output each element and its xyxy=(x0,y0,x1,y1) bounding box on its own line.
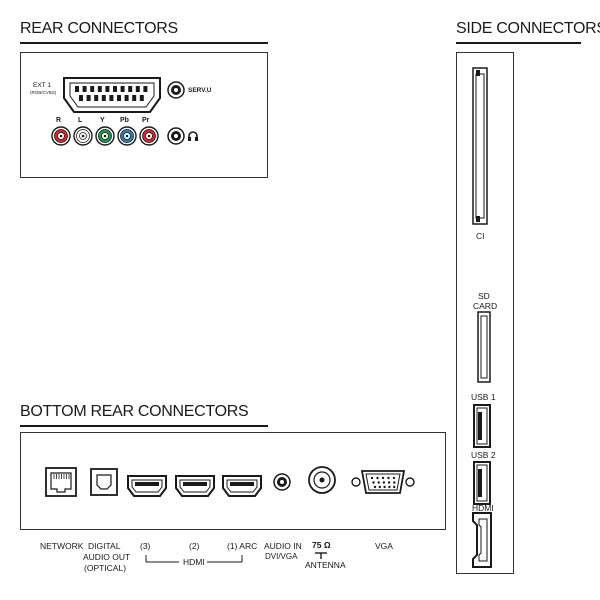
hdmi2-port xyxy=(175,475,215,497)
headphone-icon xyxy=(188,131,198,141)
network-port xyxy=(45,467,77,497)
rca-jack-r xyxy=(51,126,71,146)
rca-label-l: L xyxy=(78,117,83,124)
headphone-jack xyxy=(167,127,185,145)
ci-label: CI xyxy=(476,231,485,241)
hdmi1-arc-label: (1) ARC xyxy=(227,541,258,551)
antenna-ohm-label: 75 Ω xyxy=(312,540,331,550)
bottom-title-rule xyxy=(20,425,268,427)
usb2-port xyxy=(473,461,491,505)
usb1-port xyxy=(473,404,491,448)
side-connectors-title: SIDE CONNECTORS xyxy=(456,20,600,37)
rca-label-y: Y xyxy=(100,117,105,124)
vga-port xyxy=(351,470,415,494)
serv-u-jack xyxy=(167,81,185,99)
ext1-label: EXT 1 xyxy=(33,82,51,89)
vga-label: VGA xyxy=(375,541,393,551)
side-hdmi-label: HDMI xyxy=(472,503,494,513)
scart-connector xyxy=(63,77,161,113)
rca-label-pr: Pr xyxy=(142,117,150,124)
hdmi-group-bracket xyxy=(145,555,243,563)
audio-in-label-2: DVI/VGA xyxy=(265,552,298,561)
hdmi3-port xyxy=(127,475,167,497)
rca-label-pb: Pb xyxy=(120,117,129,124)
usb1-label: USB 1 xyxy=(471,392,496,402)
network-label: NETWORK xyxy=(40,541,84,551)
usb2-label: USB 2 xyxy=(471,450,496,460)
hdmi3-label: (3) xyxy=(140,541,151,551)
rca-label-r: R xyxy=(56,117,62,124)
rca-jack-pr xyxy=(139,126,159,146)
sd-card-slot xyxy=(477,311,491,383)
ext1-sub-label: (RGB/CVBS) xyxy=(30,90,57,95)
rca-jack-l xyxy=(73,126,93,146)
bottom-rear-connectors-title: BOTTOM REAR CONNECTORS xyxy=(20,403,249,420)
hdmi-group-label: HDMI xyxy=(183,557,205,567)
antenna-label: ANTENNA xyxy=(305,560,346,570)
serv-u-label: SERV.U xyxy=(188,87,212,94)
antenna-port xyxy=(308,466,336,494)
digital-audio-label-3: (OPTICAL) xyxy=(84,563,127,573)
rear-connectors-panel xyxy=(20,52,268,178)
hdmi1-arc-port xyxy=(222,475,262,497)
digital-audio-label-1: DIGITAL xyxy=(88,541,121,551)
hdmi2-label: (2) xyxy=(189,541,200,551)
antenna-symbol-icon xyxy=(315,552,327,559)
digital-audio-label-2: AUDIO OUT xyxy=(83,552,131,562)
side-hdmi-port xyxy=(472,512,492,568)
audio-in-jack xyxy=(273,473,291,491)
rear-connectors-title: REAR CONNECTORS xyxy=(20,20,178,37)
ci-slot xyxy=(472,67,488,225)
sd-card-label-line2: CARD xyxy=(473,301,498,311)
side-title-rule xyxy=(456,42,581,44)
sd-card-label-line1: SD xyxy=(478,291,490,301)
rca-jack-y xyxy=(95,126,115,146)
optical-audio-port xyxy=(90,468,118,496)
rca-jack-pb xyxy=(117,126,137,146)
rear-title-rule xyxy=(20,42,268,44)
audio-in-label-1: AUDIO IN xyxy=(264,541,302,551)
